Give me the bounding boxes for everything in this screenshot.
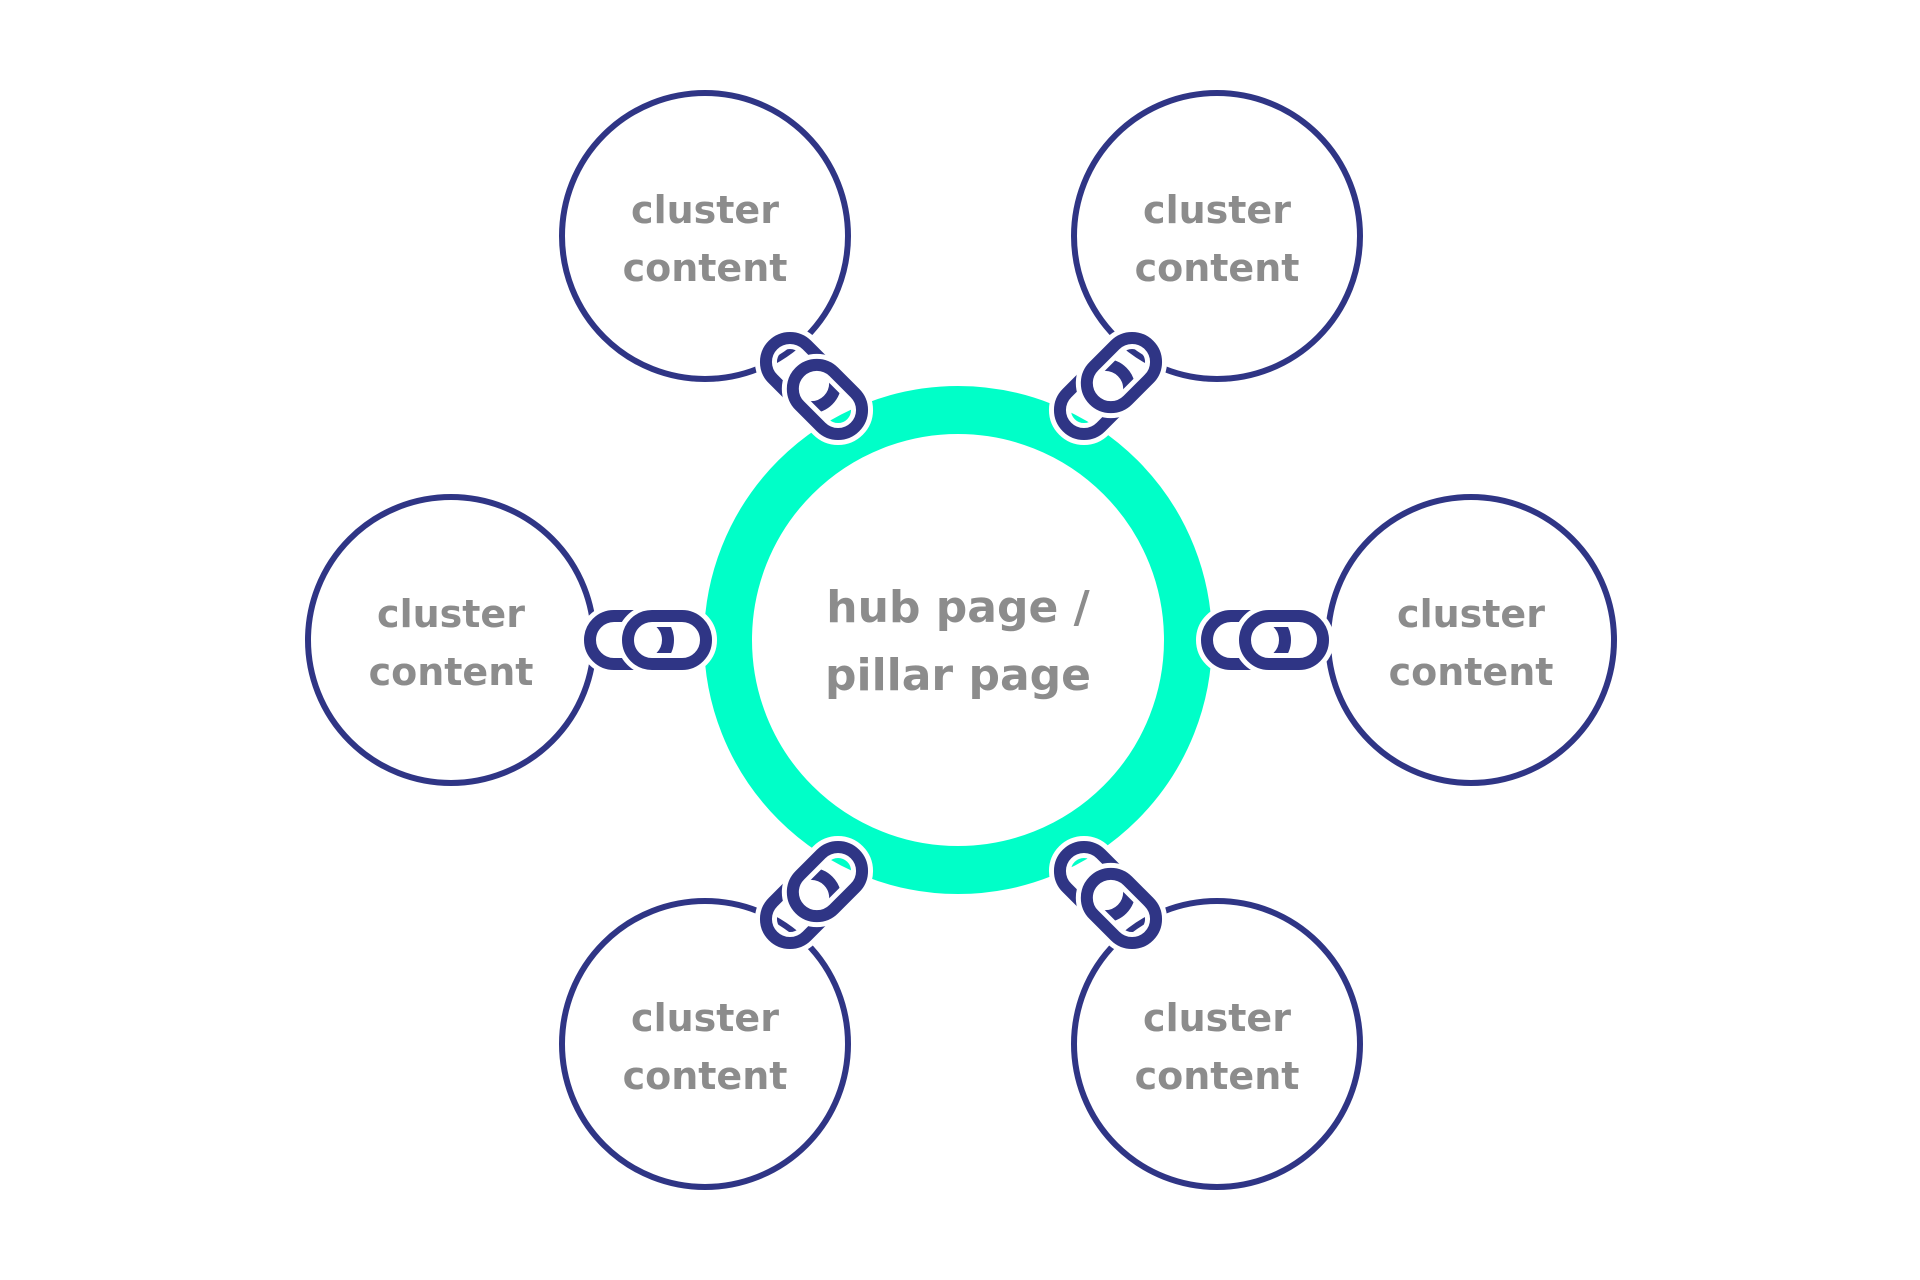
cluster-label-line1: cluster [631,188,779,232]
cluster-node-bottom-left: cluster content [559,898,851,1190]
chain-link-icon [1048,835,1168,955]
cluster-circle [559,898,851,1190]
cluster-node-middle-left: cluster content [305,494,597,786]
cluster-label-line1: cluster [377,592,525,636]
hub-node: hub page / pillar page [704,386,1212,894]
cluster-label-line2: content [1389,650,1554,694]
cluster-circle [1071,898,1363,1190]
cluster-label-line1: cluster [1397,592,1545,636]
chain-link-icon [1196,605,1334,675]
cluster-node-bottom-right: cluster content [1071,898,1363,1190]
chain-link-icon [754,326,874,446]
cluster-node-top-right: cluster content [1071,90,1363,382]
cluster-circle [1071,90,1363,382]
hub-label-line2: pillar page [825,650,1091,701]
hub-label-line1: hub page / [826,582,1090,633]
cluster-label-line1: cluster [1143,996,1291,1040]
cluster-circle [1325,494,1617,786]
cluster-circle [559,90,851,382]
chain-link-icon [754,835,874,955]
cluster-node-middle-right: cluster content [1325,494,1617,786]
cluster-label-line2: content [623,1054,788,1098]
cluster-node-top-left: cluster content [559,90,851,382]
cluster-label-line2: content [623,246,788,290]
chain-link-icon [579,605,717,675]
hub-ring [704,386,1212,894]
chain-link-icon [1048,326,1168,446]
cluster-label-line2: content [1135,246,1300,290]
cluster-label-line1: cluster [631,996,779,1040]
cluster-label-line2: content [1135,1054,1300,1098]
cluster-label-line2: content [369,650,534,694]
cluster-circle [305,494,597,786]
cluster-label-line1: cluster [1143,188,1291,232]
